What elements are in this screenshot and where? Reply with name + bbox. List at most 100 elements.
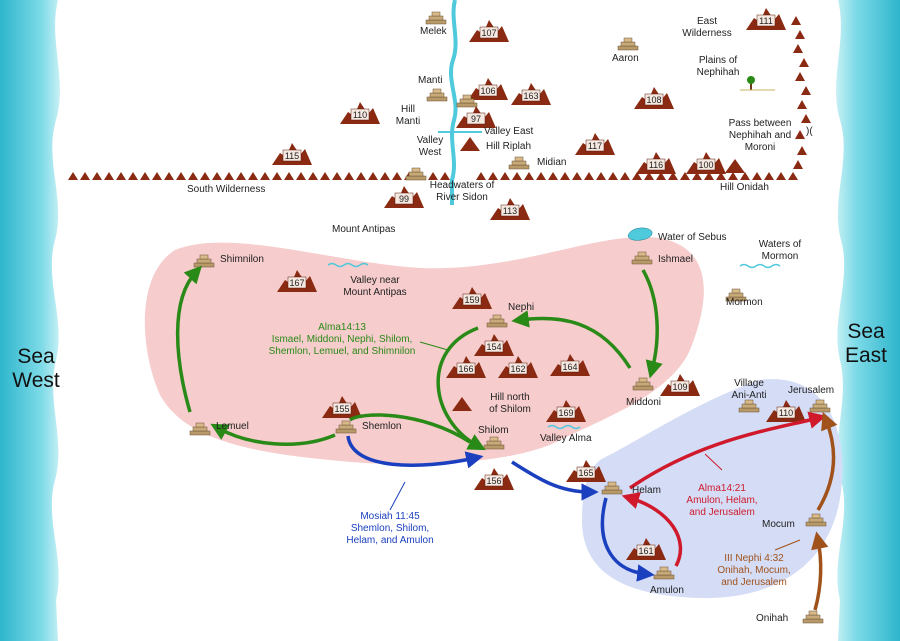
- city-icon: [189, 422, 211, 436]
- mountain-number: 109: [672, 382, 687, 392]
- label-hill-onidah: Hill Onidah: [720, 182, 769, 193]
- city-icon: [738, 399, 760, 413]
- arrow-mocum-jerusalem: [816, 411, 838, 511]
- mountain-number: 100: [698, 160, 713, 170]
- arrow-lemuel-shimnilon: [175, 265, 202, 413]
- mountain-100: 100: [686, 152, 726, 174]
- east-mountain-ridge: [791, 16, 811, 169]
- mountain-113: 113: [490, 198, 530, 220]
- label-nephi: Nephi: [508, 302, 534, 313]
- mountain-number: 117: [588, 141, 602, 151]
- mountain-peak: [452, 397, 472, 411]
- pass-marker-icon: )(: [806, 126, 813, 137]
- mountain-peak: [460, 137, 480, 151]
- city-icon: [725, 288, 747, 302]
- city-icon: [508, 156, 530, 170]
- label-shilom: Shilom: [478, 425, 509, 436]
- arrow-onihah-mocum: [811, 531, 829, 611]
- label-onihah: Onihah: [756, 613, 788, 624]
- label-jerusalem: Jerusalem: [788, 385, 834, 396]
- arrow-shemlon-lemuel: [210, 423, 336, 446]
- mountain-number: 111: [759, 16, 773, 26]
- label-middoni: Middoni: [626, 397, 661, 408]
- arrow-nephi-shilom: [436, 326, 486, 451]
- city-markers: [189, 11, 831, 624]
- mountain-number: 156: [486, 476, 501, 486]
- mountain-115: 115: [272, 143, 312, 165]
- mountain-159: 159: [452, 287, 492, 309]
- mountain-number: 161: [638, 546, 653, 556]
- mountain-154: 154: [474, 334, 514, 356]
- mountain-number: 97: [471, 114, 481, 124]
- arrow-helam-jerusalem: [629, 411, 827, 490]
- mountain-110: 110: [340, 102, 380, 124]
- mountain-106: 106: [468, 78, 508, 100]
- label-helam: Helam: [632, 485, 661, 496]
- mountain-number: 159: [464, 295, 479, 305]
- mountain-number: 167: [289, 278, 304, 288]
- water-of-sebus-icon: [627, 227, 653, 241]
- mountain-108: 108: [634, 87, 674, 109]
- label-mocum: Mocum: [762, 519, 795, 530]
- mountain-107: 107: [469, 20, 509, 42]
- mountain-97: 97: [456, 106, 496, 128]
- mountain-number: 108: [646, 95, 661, 105]
- label-hill-riplah: Hill Riplah: [486, 141, 531, 152]
- tree-icon: [740, 76, 775, 91]
- mountain-number: 155: [334, 404, 349, 414]
- arrow-middoni-nephi: [511, 310, 632, 369]
- mountain-number: 164: [562, 362, 577, 372]
- city-icon: [486, 314, 508, 328]
- city-icon: [483, 436, 505, 450]
- city-icon: [601, 481, 623, 495]
- mountain-number: 99: [399, 194, 409, 204]
- mountain-number: 165: [578, 468, 593, 478]
- mountain-165: 165: [566, 460, 606, 482]
- label-shemlon: Shemlon: [362, 421, 401, 432]
- mountain-167: 167: [277, 270, 317, 292]
- sea-west: [0, 0, 60, 641]
- mountain-number: 162: [510, 364, 525, 374]
- label-aaron: Aaron: [612, 53, 639, 64]
- mountain-169: 169: [546, 400, 586, 422]
- city-icon: [193, 254, 215, 268]
- sea-east: [836, 0, 900, 641]
- mountain-117: 117: [575, 133, 615, 155]
- label-water-sebus: Water of Sebus: [658, 232, 727, 243]
- city-icon: [632, 377, 654, 391]
- label-valley-east: Valley East: [484, 126, 534, 137]
- mountain-ridge: [68, 172, 798, 180]
- city-icon: [456, 94, 478, 108]
- city-icon: [805, 513, 827, 527]
- city-icon: [802, 610, 824, 624]
- mountain-155: 155: [322, 396, 362, 418]
- mountain-number: 110: [353, 110, 367, 120]
- city-icon: [405, 167, 427, 181]
- label-midian: Midian: [537, 157, 566, 168]
- arrow-shilom-shemlon: [348, 413, 471, 444]
- label-mormon: Mormon: [726, 297, 763, 308]
- label-shimnilon: Shimnilon: [220, 254, 264, 265]
- label-mount-antipas: Mount Antipas: [332, 224, 395, 235]
- label-valley-alma: Valley Alma: [540, 433, 592, 444]
- water-wave-icons: [327, 262, 781, 430]
- mountain-162: 162: [498, 356, 538, 378]
- city-icon: [335, 420, 357, 434]
- mountain-number: 115: [285, 151, 299, 161]
- city-icon: [809, 399, 831, 413]
- label-amulon: Amulon: [650, 585, 684, 596]
- mountain-166: 166: [446, 356, 486, 378]
